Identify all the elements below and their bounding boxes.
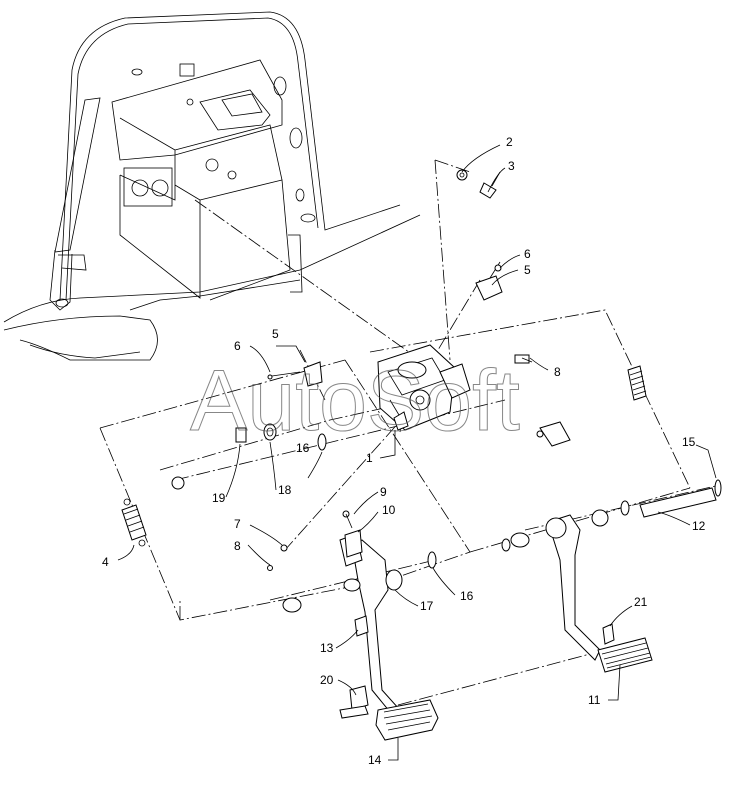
callout-15: 15 [682, 435, 696, 449]
callout-8-lower: 8 [234, 539, 241, 553]
callout-14: 12 [692, 519, 706, 533]
clutch-pedal [501, 479, 722, 673]
callout-5-upper: 5 [524, 263, 531, 277]
callout-labels: 2 3 6 5 5 6 8 1 16 19 18 4 7 8 9 10 17 1… [102, 135, 706, 767]
callout-9: 9 [380, 485, 387, 499]
callout-10: 10 [382, 503, 396, 517]
callout-1: 1 [366, 451, 373, 465]
watermark: AutoSoft [190, 353, 520, 449]
callout-6-left: 6 [234, 339, 241, 353]
callout-19: 19 [212, 491, 226, 505]
callout-leaders [117, 144, 717, 761]
cab-frame [3, 11, 421, 361]
callout-5-left: 5 [272, 327, 279, 341]
callout-2: 2 [506, 135, 513, 149]
callout-18: 18 [278, 483, 292, 497]
callout-16-lower: 16 [460, 589, 474, 603]
callout-20: 20 [320, 673, 334, 687]
callout-4: 4 [102, 555, 109, 569]
callout-11: 11 [588, 693, 601, 707]
callout-17: 17 [420, 599, 434, 613]
return-spring [121, 498, 147, 547]
callout-16-left: 16 [296, 441, 310, 455]
callout-21: 21 [634, 595, 648, 609]
callout-6-upper: 6 [524, 247, 531, 261]
callout-3: 3 [508, 159, 515, 173]
callout-12: 13 [320, 641, 334, 655]
pedal-bracket [377, 344, 471, 433]
callout-8-upper: 8 [554, 365, 561, 379]
brake-pedal [282, 533, 439, 741]
callout-7: 7 [234, 517, 241, 531]
callout-13: 14 [368, 753, 382, 767]
parts [121, 169, 722, 741]
